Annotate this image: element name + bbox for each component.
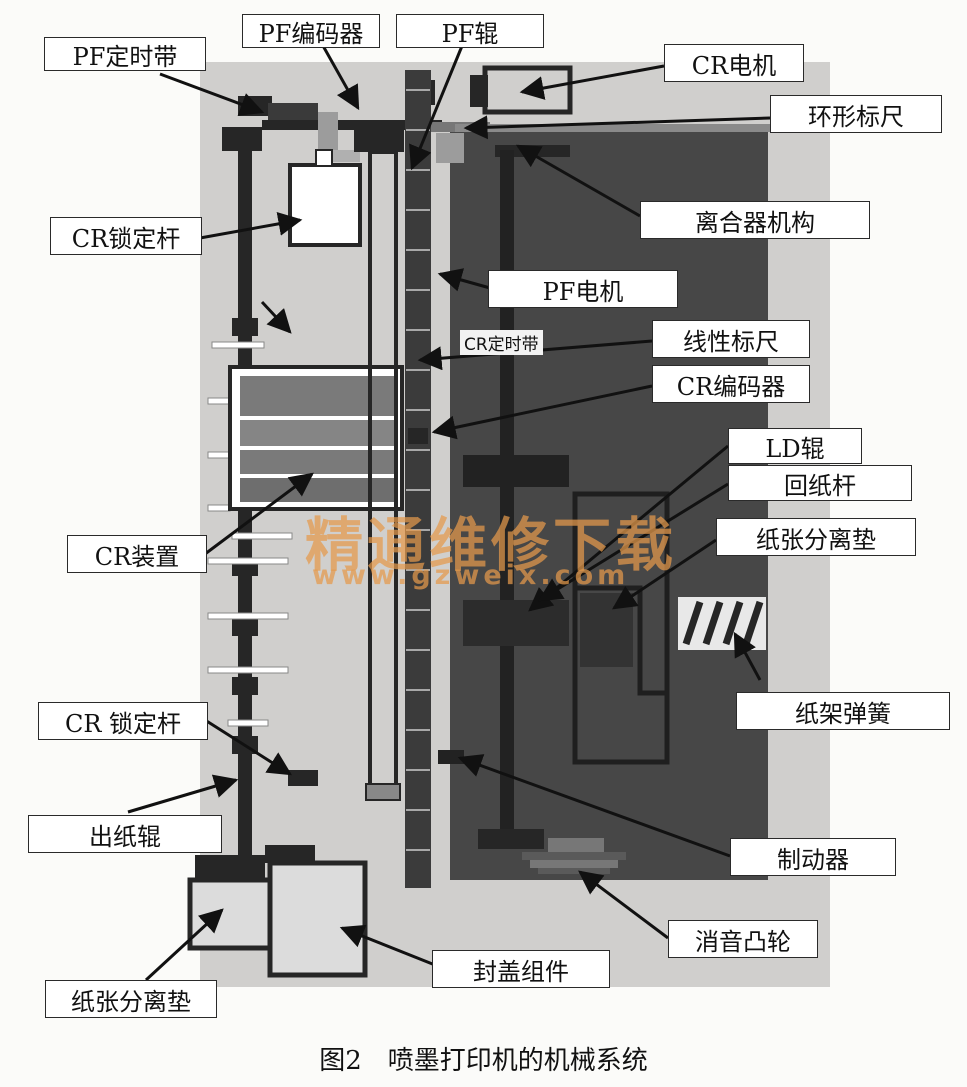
label-separation-pad-right: 纸张分离垫 [716, 518, 916, 556]
label-ring-scale: 环形标尺 [770, 95, 942, 133]
label-brake: 制动器 [730, 838, 896, 876]
label-ld-roller: LD辊 [728, 428, 862, 464]
label-pf-encoder: PF编码器 [242, 14, 380, 48]
bottom-gear [478, 829, 544, 849]
ld-roller-lower [463, 600, 569, 646]
cr-unit-body [228, 365, 404, 511]
watermark-title: 精通维修下载 [305, 511, 678, 579]
silencer-cam-stack [522, 838, 626, 874]
label-return-lever: 回纸杆 [728, 465, 912, 501]
label-cr-motor: CR电机 [664, 44, 804, 82]
label-silencer-cam: 消音凸轮 [668, 920, 818, 958]
cap-assembly-box [267, 860, 368, 978]
label-cr-unit: CR装置 [67, 535, 207, 573]
label-cr-lock-lever-bottom: CR 锁定杆 [38, 702, 208, 740]
label-pf-roller: PF辊 [396, 14, 544, 48]
label-linear-scale: 线性标尺 [652, 320, 810, 358]
label-cr-encoder: CR编码器 [652, 365, 810, 403]
ld-roller-upper [463, 455, 569, 487]
label-paper-holder-spring: 纸架弹簧 [736, 692, 950, 730]
ring-scale-bar [455, 124, 775, 132]
label-pf-motor: PF电机 [488, 270, 678, 308]
label-separation-pad-left: 纸张分离垫 [45, 980, 217, 1018]
lock-lever-block-bottom [288, 770, 318, 786]
label-clutch-mechanism: 离合器机构 [640, 201, 870, 239]
separation-pad-right-block [580, 593, 633, 667]
separation-pad-left-box [187, 877, 273, 951]
paper-spring [678, 597, 766, 650]
label-cr-timing-belt: CR定时带 [460, 330, 543, 355]
label-exit-roller: 出纸辊 [28, 815, 222, 853]
pf-roller-column [405, 70, 431, 888]
left-shaft-star-wheels [207, 341, 293, 727]
ld-roller-shaft [500, 150, 514, 840]
label-cap-assembly: 封盖组件 [432, 950, 610, 988]
label-pf-timing-belt: PF定时带 [44, 37, 206, 71]
column-teeth [406, 89, 430, 851]
watermark-url: www.gzweix.com [312, 560, 630, 591]
leader-arrows [127, 43, 771, 982]
lock-lever-block [288, 163, 362, 247]
figure-caption: 图2 喷墨打印机的机械系统 [319, 1046, 648, 1076]
label-cr-lock-lever-top: CR锁定杆 [50, 217, 202, 255]
return-lever-frame [572, 491, 670, 765]
